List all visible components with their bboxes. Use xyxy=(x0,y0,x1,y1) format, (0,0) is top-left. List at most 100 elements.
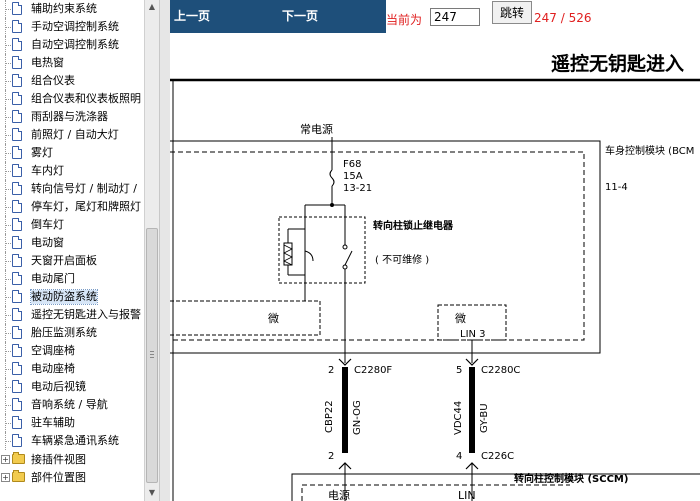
tree-item[interactable]: 电动座椅 xyxy=(0,360,144,378)
connector-arrow-icon xyxy=(338,358,352,366)
relay-contact-icon xyxy=(342,244,348,250)
tree-item[interactable]: 组合仪表和仪表板照明 xyxy=(0,90,144,108)
document-icon xyxy=(12,20,22,33)
document-icon xyxy=(12,434,22,447)
next-page-link[interactable]: 下一页 xyxy=(282,9,319,23)
tree-item[interactable]: 驻车辅助 xyxy=(0,414,144,432)
micro-left-label: 微 xyxy=(268,311,279,325)
document-icon xyxy=(12,398,22,411)
right-wire-color: GY-BU xyxy=(479,403,490,433)
page-number-input[interactable] xyxy=(430,8,480,26)
tree-item-label: 音响系统 / 导航 xyxy=(31,398,108,411)
lower-left-pin: 2 xyxy=(328,451,334,462)
tree-scrollbar[interactable]: ▲ ▼ xyxy=(144,0,159,501)
document-icon xyxy=(12,272,22,285)
tree-item[interactable]: 停车灯，尾灯和牌照灯 xyxy=(0,198,144,216)
tree-item[interactable]: 转向信号灯 / 制动灯 / xyxy=(0,180,144,198)
tree-item[interactable]: 车辆紧急通讯系统 xyxy=(0,432,144,450)
folder-icon xyxy=(12,470,25,482)
right-wire-circuit: VDC44 xyxy=(453,401,464,435)
tree-item[interactable]: 车内灯 xyxy=(0,162,144,180)
fuse-rating: 15A xyxy=(343,171,363,182)
right-connector-name: C2280C xyxy=(481,365,520,376)
tree-item-label: 电动座椅 xyxy=(31,362,75,375)
left-wire xyxy=(342,367,348,453)
tree-item[interactable]: 自动空调控制系统 xyxy=(0,36,144,54)
document-icon xyxy=(12,254,22,267)
tree-item[interactable]: 遥控无钥匙进入与报警 xyxy=(0,306,144,324)
page-navigation-bar: 上一页 下一页 当前为 跳转 247 / 526 xyxy=(170,0,700,33)
tree-item-label: 电动后视镜 xyxy=(31,380,86,393)
tree-item-label: 前照灯 / 自动大灯 xyxy=(31,128,119,141)
tree-item-label: 自动空调控制系统 xyxy=(31,38,119,51)
tree-item[interactable]: 被动防盗系统 xyxy=(0,288,144,306)
tree-item[interactable]: 音响系统 / 导航 xyxy=(0,396,144,414)
lower-right-connector-name: C226C xyxy=(481,451,514,462)
sccm-label: 转向柱控制模块 (SCCM) xyxy=(514,472,628,485)
tree-folder[interactable]: + 部件位置图 xyxy=(0,469,144,487)
tree-item-label: 胎压监测系统 xyxy=(31,326,97,339)
tree-folder-label: 部件位置图 xyxy=(31,471,86,484)
pane-divider[interactable] xyxy=(159,0,170,501)
left-wire-circuit: CBP22 xyxy=(324,400,335,433)
tree-item-label: 遥控无钥匙进入与报警 xyxy=(31,308,141,321)
tree-item[interactable]: 天窗开启面板 xyxy=(0,252,144,270)
relay-box xyxy=(278,216,366,284)
tree-item-label: 驻车辅助 xyxy=(31,416,75,429)
tree-folder[interactable]: +接插件视图 xyxy=(0,451,144,469)
wiring-diagram-svg: 遥控无钥匙进入 常电源 车身控制模块 (BCM 11-4 F68 15A 13-… xyxy=(170,52,700,501)
expand-plus-icon[interactable]: + xyxy=(1,473,10,482)
tree-item[interactable]: 胎压监测系统 xyxy=(0,324,144,342)
folder-icon xyxy=(12,452,25,464)
scroll-up-arrow-icon[interactable]: ▲ xyxy=(148,2,156,11)
tree-item-label: 电动尾门 xyxy=(31,272,75,285)
document-icon xyxy=(12,380,22,393)
tree-item-label: 电热窗 xyxy=(31,56,64,69)
tree-item[interactable]: 前照灯 / 自动大灯 xyxy=(0,126,144,144)
micro-right-box xyxy=(437,304,507,341)
tree-item-label: 雾灯 xyxy=(31,146,53,159)
tree-item-label: 车辆紧急通讯系统 xyxy=(31,434,119,447)
document-icon xyxy=(12,326,22,339)
tree-item[interactable]: 电动后视镜 xyxy=(0,378,144,396)
tree-item-label: 车内灯 xyxy=(31,164,64,177)
scroll-thumb[interactable] xyxy=(146,228,158,483)
tree-item[interactable]: 雾灯 xyxy=(0,144,144,162)
document-icon xyxy=(12,164,22,177)
tree-item[interactable]: 手动空调控制系统 xyxy=(0,18,144,36)
tree-item[interactable]: 空调座椅 xyxy=(0,342,144,360)
scroll-down-arrow-icon[interactable]: ▼ xyxy=(148,488,156,497)
left-connector-name: C2280F xyxy=(354,365,392,376)
bcm-dashed-frame xyxy=(170,151,585,341)
document-icon xyxy=(12,56,22,69)
tree-item[interactable]: 电热窗 xyxy=(0,54,144,72)
diagram-title: 遥控无钥匙进入 xyxy=(551,52,684,75)
document-icon xyxy=(12,38,22,51)
tree-item[interactable]: 电动窗 xyxy=(0,234,144,252)
page-jump-box: 当前为 跳转 247 / 526 xyxy=(386,0,700,33)
tree-item-label: 天窗开启面板 xyxy=(31,254,97,267)
wiring-diagram: 遥控无钥匙进入 常电源 车身控制模块 (BCM 11-4 F68 15A 13-… xyxy=(170,33,700,501)
tree-item-label: 电动窗 xyxy=(31,236,64,249)
sccm-lin-label: LIN xyxy=(458,489,476,501)
document-icon xyxy=(12,290,22,303)
document-icon xyxy=(12,308,22,321)
tree-item[interactable]: 倒车灯 xyxy=(0,216,144,234)
jump-button[interactable]: 跳转 xyxy=(492,1,532,24)
right-wire xyxy=(469,367,475,453)
document-icon xyxy=(12,146,22,159)
document-icon xyxy=(12,92,22,105)
tree-item-label: 组合仪表 xyxy=(31,74,75,87)
lin3-label: LIN 3 xyxy=(460,329,486,340)
expand-plus-icon[interactable]: + xyxy=(1,455,10,464)
tree-item[interactable]: 组合仪表 xyxy=(0,72,144,90)
prev-page-link[interactable]: 上一页 xyxy=(174,9,211,23)
document-icon xyxy=(12,236,22,249)
tree-item[interactable]: 辅助约束系统 xyxy=(0,0,144,18)
tree-item[interactable]: 电动尾门 xyxy=(0,270,144,288)
document-icon xyxy=(12,218,22,231)
tree-item-label: 转向信号灯 / 制动灯 / xyxy=(31,182,137,195)
relay-note: ( 不可维修 ) xyxy=(375,253,429,266)
document-icon xyxy=(12,182,22,195)
tree-item[interactable]: 雨刮器与洗涤器 xyxy=(0,108,144,126)
